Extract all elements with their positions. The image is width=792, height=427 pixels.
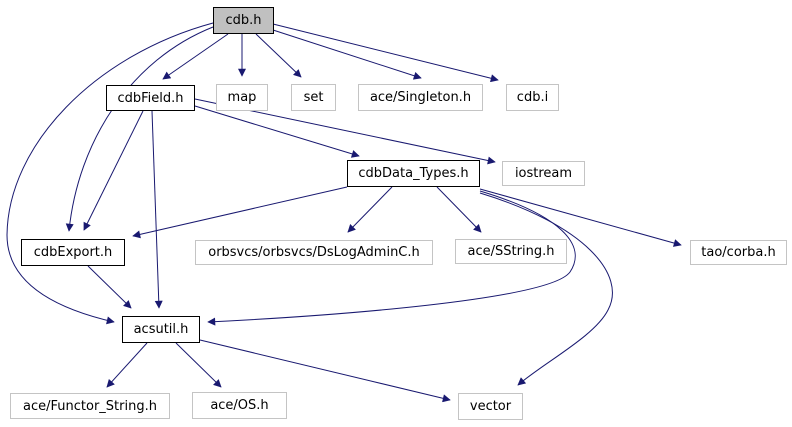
edge-cdbField.h-to-cdbData_Types.h (194, 105, 360, 158)
edge-cdbData_Types.h-to-tao/corba.h (479, 188, 682, 247)
edge-cdbData_Types.h-to-vector (479, 192, 613, 386)
edge-cdbData_Types.h-to-cdbExport.h (132, 186, 348, 239)
edge-cdbData_Types.h-to-ace/SString.h (436, 186, 482, 233)
node-orbsvcs/orbsvcs/DsLogAdminC.h: orbsvcs/orbsvcs/DsLogAdminC.h (195, 240, 433, 265)
edge-cdb.h-to-cdbExport.h (65, 26, 214, 232)
node-cdb.h: cdb.h (213, 7, 274, 34)
node-cdbData_Types.h[interactable]: cdbData_Types.h (347, 160, 480, 187)
node-vector: vector (458, 393, 523, 420)
node-acsutil.h[interactable]: acsutil.h (122, 316, 200, 343)
edge-cdb.h-to-cdb.i (272, 23, 499, 83)
node-map: map (216, 84, 268, 111)
node-cdbField.h[interactable]: cdbField.h (106, 85, 195, 111)
edge-cdbField.h-to-acsutil.h (151, 110, 163, 309)
node-set: set (291, 84, 336, 111)
node-cdb.i: cdb.i (506, 84, 559, 111)
node-iostream: iostream (502, 161, 585, 186)
node-ace/OS.h: ace/OS.h (192, 392, 287, 419)
edge-cdbData_Types.h-to-DsLogAdminC.h (347, 186, 393, 233)
node-ace/Singleton.h: ace/Singleton.h (358, 84, 483, 111)
edge-cdb.h-to-cdbField.h (162, 33, 229, 80)
node-ace/Functor_String.h: ace/Functor_String.h (10, 393, 170, 419)
edge-acsutil.h-to-ace/OS.h (175, 342, 222, 388)
node-ace/SString.h: ace/SString.h (455, 239, 567, 264)
edge-cdbExport.h-to-acsutil.h (87, 265, 132, 309)
edge-cdb.h-to-ace/Singleton.h (272, 29, 422, 80)
edge-cdb.h-to-acsutil.h (6, 22, 214, 325)
node-cdbExport.h[interactable]: cdbExport.h (21, 239, 125, 266)
node-tao/corba.h: tao/corba.h (690, 240, 787, 265)
edge-cdbField.h-to-cdbExport.h (83, 110, 144, 231)
edge-acsutil.h-to-ace/Functor_String.h (106, 342, 148, 388)
edge-cdb.h-to-set (255, 33, 302, 78)
edge-acsutil.h-to-vector (199, 339, 451, 403)
